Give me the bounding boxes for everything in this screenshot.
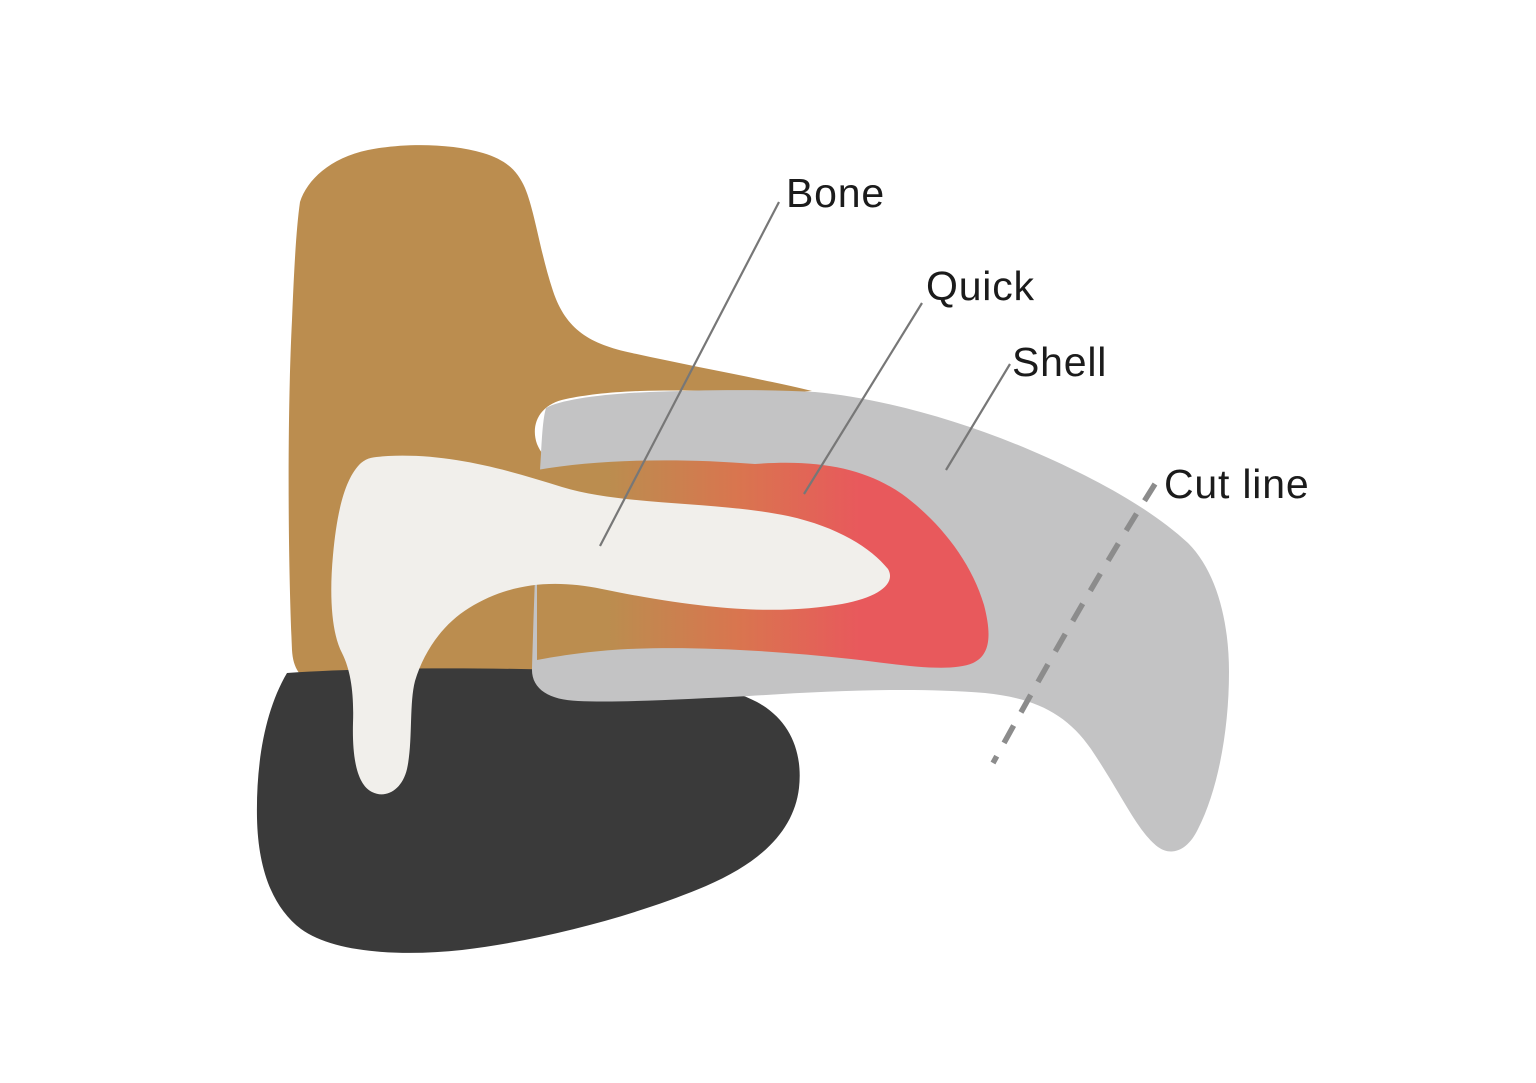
cut-line-label: Cut line bbox=[1164, 461, 1309, 507]
cut-dashed-line bbox=[990, 482, 1158, 765]
bone-shape bbox=[331, 455, 891, 795]
shell-leader-line bbox=[945, 363, 1011, 471]
quick-leader-line bbox=[803, 302, 923, 495]
bone-leader-line bbox=[599, 201, 780, 547]
shell-label: Shell bbox=[1012, 339, 1107, 385]
quick-label: Quick bbox=[926, 263, 1035, 309]
bone-label: Bone bbox=[786, 170, 885, 216]
